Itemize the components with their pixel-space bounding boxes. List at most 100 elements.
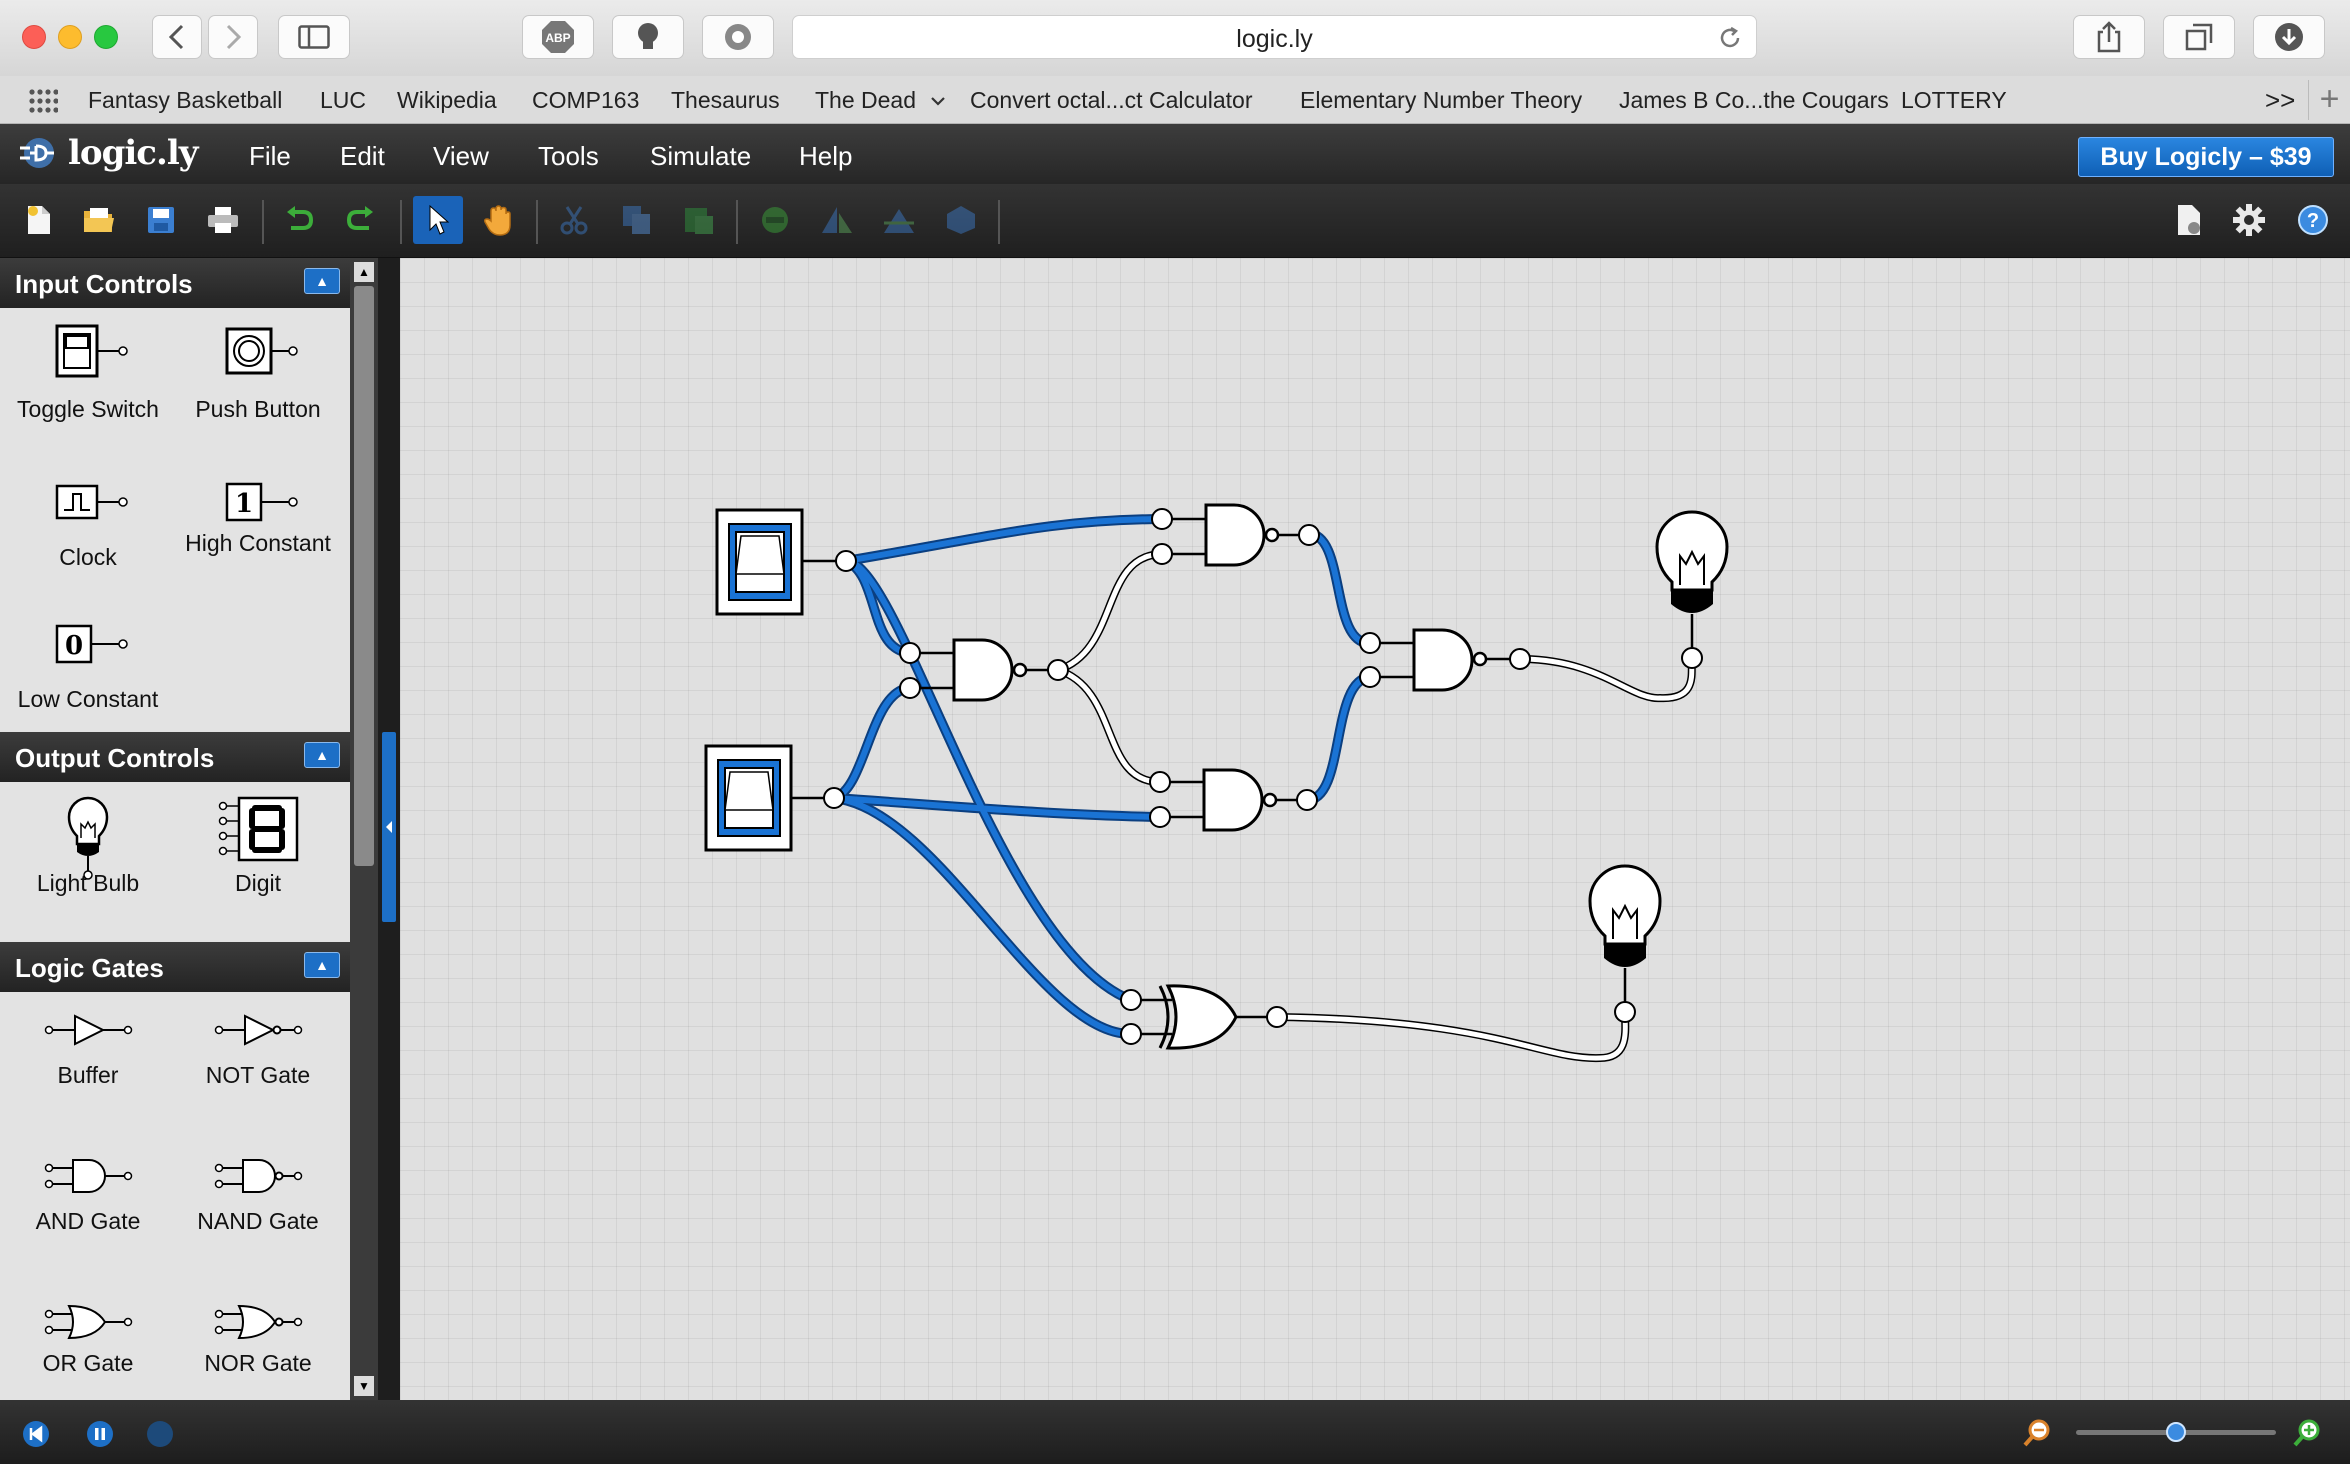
panel-divider[interactable]	[378, 258, 400, 1400]
gear-icon[interactable]	[2228, 199, 2270, 241]
item-label: Low Constant	[17, 686, 159, 712]
bookmark-link[interactable]: Convert octal...ct Calculator	[970, 87, 1253, 113]
grid-apps-icon[interactable]	[28, 88, 58, 114]
print-icon[interactable]	[202, 199, 244, 241]
download-icon[interactable]	[2253, 15, 2325, 59]
zoom-slider-thumb[interactable]	[2166, 1422, 2186, 1442]
not-gate-icon	[214, 1014, 303, 1046]
palette-toggle-switch[interactable]: Toggle Switch	[3, 322, 173, 462]
open-icon[interactable]	[78, 199, 120, 241]
close-window-icon[interactable]	[22, 25, 46, 49]
bookmark-link[interactable]: LUC	[320, 87, 367, 113]
new-tab-icon[interactable]: +	[2308, 80, 2350, 120]
palette-not-gate[interactable]: NOT Gate	[173, 1010, 343, 1100]
bookmark-link[interactable]: James B Co...the Cougars	[1619, 87, 1889, 113]
xor-gate[interactable]	[1120, 984, 1288, 1050]
scroll-down-icon[interactable]: ▼	[354, 1376, 374, 1396]
back-icon[interactable]	[152, 15, 202, 59]
address-bar[interactable]: logic.ly	[792, 15, 1757, 59]
new-icon[interactable]	[18, 199, 60, 241]
circuit-diagram[interactable]	[400, 258, 2350, 1400]
share-icon[interactable]	[2073, 15, 2145, 59]
step-simulation-icon[interactable]	[146, 1420, 174, 1448]
reload-icon[interactable]	[1718, 26, 1742, 50]
save-icon[interactable]	[140, 199, 182, 241]
scroll-thumb[interactable]	[354, 286, 374, 866]
nand-gate-3[interactable]	[1149, 768, 1318, 832]
collapse-logic-gates-button[interactable]: ▲	[304, 952, 340, 978]
tabs-icon[interactable]	[2163, 15, 2235, 59]
palette-buffer[interactable]: Buffer	[3, 1010, 173, 1100]
palette-nor-gate[interactable]: NOR Gate	[173, 1302, 343, 1392]
zoom-in-icon[interactable]	[2292, 1418, 2322, 1448]
light-bulb-output-2[interactable]	[1588, 864, 1662, 1023]
copy-icon[interactable]	[616, 199, 658, 241]
collapse-input-controls-button[interactable]: ▲	[304, 268, 340, 294]
document-settings-icon[interactable]	[2168, 199, 2210, 241]
reset-simulation-icon[interactable]	[22, 1420, 50, 1448]
nand-gate-4[interactable]	[1359, 628, 1531, 692]
input-controls-header[interactable]: Input Controls ▲	[0, 258, 350, 308]
menu-simulate[interactable]: Simulate	[650, 141, 752, 171]
toggle-switch-b[interactable]	[704, 744, 845, 852]
bookmark-link[interactable]: LOTTERY	[1901, 87, 2007, 113]
scroll-up-icon[interactable]: ▲	[354, 262, 374, 282]
extension-bulb-icon[interactable]	[612, 15, 684, 59]
menu-help[interactable]: Help	[799, 141, 853, 171]
menu-edit[interactable]: Edit	[340, 141, 385, 171]
forward-icon[interactable]	[208, 15, 258, 59]
minimize-window-icon[interactable]	[58, 25, 82, 49]
palette-scrollbar[interactable]: ▲ ▼	[350, 258, 378, 1400]
paste-icon[interactable]	[678, 199, 720, 241]
palette-high-constant[interactable]: 1 High Constant	[173, 472, 343, 592]
adblock-icon[interactable]: ABP	[522, 15, 594, 59]
bookmark-folder[interactable]: The Dead	[815, 87, 917, 113]
nand-gate-1[interactable]	[899, 638, 1069, 702]
palette-low-constant[interactable]: 0 Low Constant	[3, 614, 173, 734]
cut-icon[interactable]	[553, 199, 595, 241]
help-icon[interactable]: ?	[2292, 199, 2334, 241]
collapse-output-controls-button[interactable]: ▲	[304, 742, 340, 768]
extension-icon[interactable]	[702, 15, 774, 59]
zoom-out-icon[interactable]	[2022, 1418, 2052, 1448]
bookmark-link[interactable]: Elementary Number Theory	[1300, 87, 1583, 113]
flip-vertical-icon[interactable]	[878, 199, 920, 241]
toolbar-separator	[736, 200, 738, 244]
item-label: NAND Gate	[197, 1208, 319, 1234]
rotate-icon[interactable]	[754, 199, 796, 241]
palette-push-button[interactable]: Push Button	[173, 322, 343, 462]
zoom-window-icon[interactable]	[94, 25, 118, 49]
nand-gate-2[interactable]	[1151, 503, 1320, 567]
palette-light-bulb[interactable]: Light Bulb	[3, 794, 173, 924]
palette-and-gate[interactable]: AND Gate	[3, 1156, 173, 1246]
bookmark-link[interactable]: Thesaurus	[671, 87, 780, 113]
palette-digit[interactable]: Digit	[173, 794, 343, 924]
bookmark-link[interactable]: Wikipedia	[397, 87, 497, 113]
pan-icon[interactable]	[478, 199, 520, 241]
palette-clock[interactable]: Clock	[3, 472, 173, 592]
output-controls-header[interactable]: Output Controls ▲	[0, 732, 350, 782]
group-icon[interactable]	[940, 199, 982, 241]
circuit-canvas[interactable]	[400, 258, 2350, 1400]
select-icon[interactable]	[413, 196, 463, 244]
menu-view[interactable]: View	[433, 141, 489, 171]
bookmark-link[interactable]: COMP163	[532, 87, 640, 113]
palette-nand-gate[interactable]: NAND Gate	[173, 1156, 343, 1246]
redo-icon[interactable]	[340, 199, 382, 241]
item-label: High Constant	[185, 530, 331, 556]
pause-simulation-icon[interactable]	[86, 1420, 114, 1448]
undo-icon[interactable]	[278, 199, 320, 241]
svg-text:0: 0	[65, 631, 83, 661]
bookmarks-overflow-icon[interactable]: >>	[2265, 85, 2296, 115]
toggle-switch-a[interactable]	[715, 508, 857, 616]
palette-or-gate[interactable]: OR Gate	[3, 1302, 173, 1392]
item-label: AND Gate	[35, 1208, 141, 1234]
logic-gates-header[interactable]: Logic Gates ▲	[0, 942, 350, 992]
sidebar-icon[interactable]	[278, 15, 350, 59]
light-bulb-output-1[interactable]	[1655, 510, 1729, 669]
menu-file[interactable]: File	[249, 141, 291, 171]
flip-horizontal-icon[interactable]	[816, 199, 858, 241]
bookmark-link[interactable]: Fantasy Basketball	[88, 87, 283, 113]
menu-tools[interactable]: Tools	[538, 141, 599, 171]
buy-button[interactable]: Buy Logicly – $39	[2078, 137, 2334, 177]
